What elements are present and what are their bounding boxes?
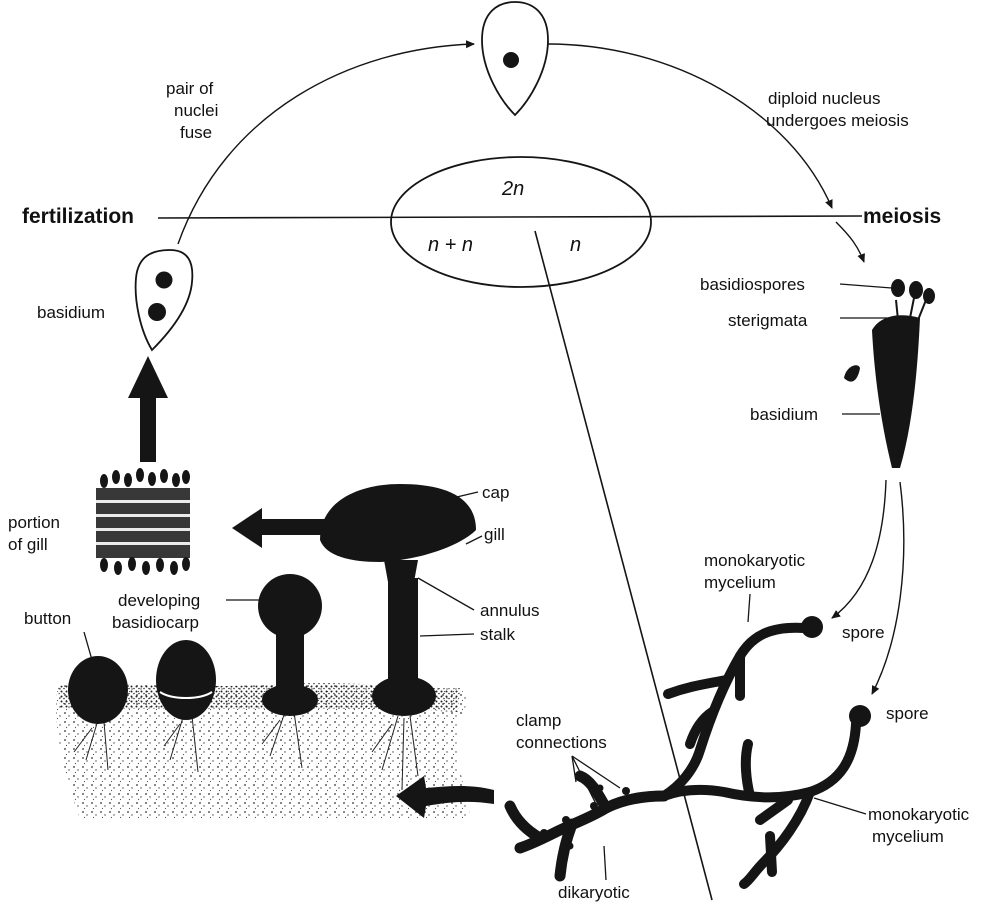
basidium-left-label: basidium xyxy=(37,303,105,322)
meiosis-caption-line2: undergoes meiosis xyxy=(766,111,909,130)
mono-top-label-line1: monokaryotic xyxy=(704,551,806,570)
developing-basidiocarp-small xyxy=(156,640,216,720)
developing-label-line2: basidiocarp xyxy=(112,613,199,632)
meiosis-to-basidium-arrow xyxy=(836,222,864,262)
fuse-caption-line3: fuse xyxy=(180,123,212,142)
diploid-basidium xyxy=(482,2,548,115)
up-arrow xyxy=(128,356,168,462)
diploid-nucleus xyxy=(503,52,519,68)
fuse-caption-line2: nuclei xyxy=(174,101,218,120)
fuse-caption-line1: pair of xyxy=(166,79,214,98)
portion-label-line1: portion xyxy=(8,513,60,532)
cap-label: cap xyxy=(482,483,509,502)
basidiospore-2 xyxy=(909,281,923,299)
mushroom-cap xyxy=(320,484,476,562)
basidiospore-1 xyxy=(891,279,905,297)
mature-mushroom: cap gill annulus stalk xyxy=(320,483,540,716)
dikaryotic-mycelium: clamp connections dikaryotic xyxy=(510,711,664,902)
cap-to-gill-arrow xyxy=(232,508,334,548)
meiosis-label: meiosis xyxy=(863,205,941,228)
spore-arrow-2 xyxy=(872,482,904,694)
phase-divider-line xyxy=(158,216,862,218)
mono-bottom-label-line1: monokaryotic xyxy=(868,805,970,824)
fertilization-label: fertilization xyxy=(22,205,134,228)
spore-bearing-basidium: basidiospores sterigmata basidium xyxy=(700,275,935,468)
dikaryotic-basidium: basidium xyxy=(37,250,192,350)
dikaryon-label: n + n xyxy=(428,234,473,256)
gill-label: gill xyxy=(484,525,505,544)
diploid-label: 2n xyxy=(501,178,524,200)
stalk-label: stalk xyxy=(480,625,515,644)
mono-top-label-line2: mycelium xyxy=(704,573,776,592)
dikaryotic-label: dikaryotic xyxy=(558,883,630,902)
nucleus-top xyxy=(156,272,173,289)
clamp-label-line2: connections xyxy=(516,733,607,752)
spore-label-2: spore xyxy=(886,704,929,723)
basidiospore-3 xyxy=(923,288,935,304)
gill-tissue xyxy=(96,488,190,558)
basidium-right-label: basidium xyxy=(750,405,818,424)
mono-bottom-label-line2: mycelium xyxy=(872,827,944,846)
button-body xyxy=(68,656,128,724)
annulus-label: annulus xyxy=(480,601,540,620)
developing-label-line1: developing xyxy=(118,591,200,610)
gill-portion: portion of gill xyxy=(8,468,190,575)
ploidy-ellipse xyxy=(391,157,651,287)
portion-label-line2: of gill xyxy=(8,535,48,554)
released-spore xyxy=(844,365,860,381)
haploid-label: n xyxy=(570,234,581,256)
developing-body-small xyxy=(156,640,216,720)
basidium-body xyxy=(872,315,920,468)
fuse-arc-arrow xyxy=(178,44,474,244)
basidiospores-label: basidiospores xyxy=(700,275,805,294)
sterigmata-label: sterigmata xyxy=(728,311,808,330)
up-arrow-shape xyxy=(128,356,168,462)
nucleus-bottom xyxy=(148,303,166,321)
clamp-label-line1: clamp xyxy=(516,711,561,730)
cap-to-gill-arrow-shape xyxy=(232,508,334,548)
spore-arrow-1 xyxy=(832,480,886,618)
mushroom-base xyxy=(372,676,436,716)
spore-label-1: spore xyxy=(842,623,885,642)
meiosis-caption-line1: diploid nucleus xyxy=(768,89,880,108)
button-label: button xyxy=(24,609,71,628)
dikaryotic-basidium-outline xyxy=(136,250,193,350)
